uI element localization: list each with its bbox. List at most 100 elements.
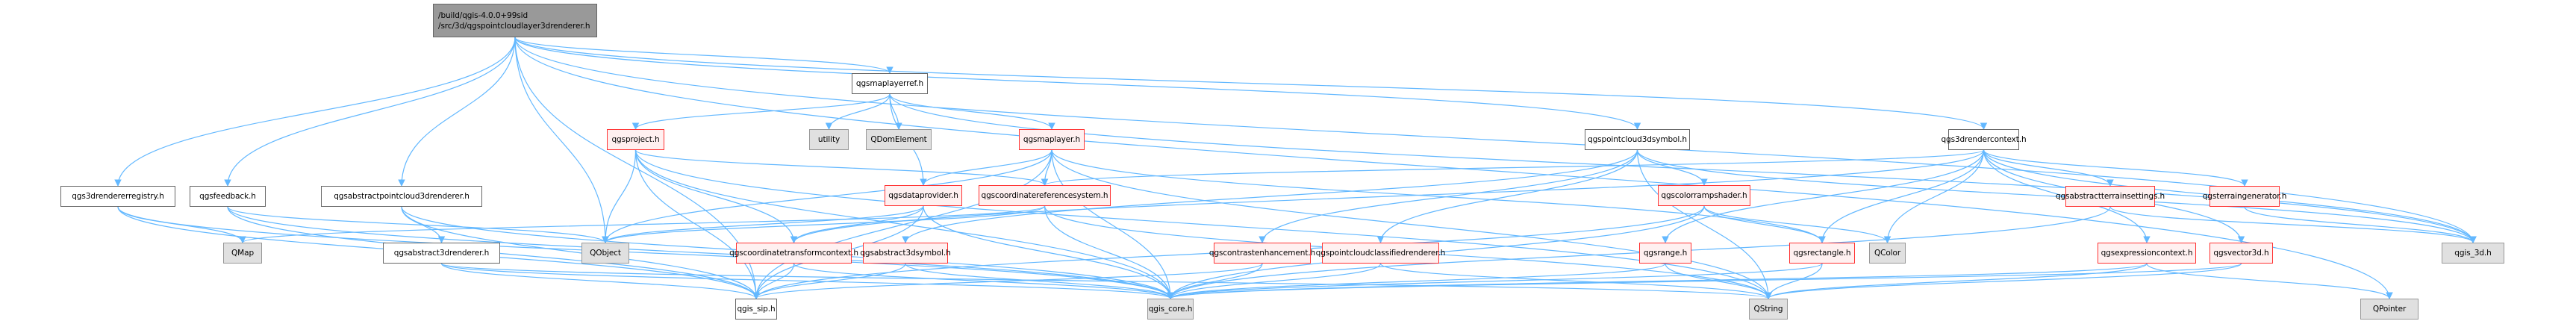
node-pcclassified[interactable]: qgspointcloudclassifiedrenderer.h: [1316, 243, 1445, 264]
edge-root-to-qobject: [514, 37, 609, 243]
node-pc3dsymbol[interactable]: qgspointcloud3dsymbol.h: [1585, 129, 1690, 150]
node-label: qgs3drendercontext.h: [1941, 135, 2027, 144]
node-label: qgsfeedback.h: [199, 192, 256, 201]
node-label: QObject: [590, 249, 621, 258]
edge-exprcontext-to-qpointer: [2146, 263, 2393, 299]
node-abs3drenderer[interactable]: qgsabstract3drenderer.h: [383, 243, 500, 264]
node-label: qgsabstract3drenderer.h: [393, 249, 490, 258]
edge-rectangle-to-qgiscore: [1167, 263, 1823, 299]
node-label: qgspointcloudclassifiedrenderer.h: [1315, 249, 1446, 258]
node-label: qgsabstractpointcloud3drenderer.h: [334, 192, 470, 201]
node-terraingen[interactable]: qgsterraingenerator.h: [2203, 186, 2286, 207]
edge-vector3d-to-qgiscore: [1167, 263, 2242, 299]
edge-vector3d-to-qstring: [1765, 263, 2242, 299]
edge-contrast-to-qgissip: [752, 263, 1263, 299]
node-rectangle[interactable]: qgsrectangle.h: [1789, 243, 1855, 264]
node-vector3d[interactable]: qgsvector3d.h: [2209, 243, 2273, 264]
edge-rendercontext-to-terraingen: [1983, 149, 2248, 187]
node-terrainsettings[interactable]: qgsabstractterrainsettings.h: [2056, 186, 2165, 207]
node-exprcontext[interactable]: qgsexpressioncontext.h: [2098, 243, 2196, 264]
node-label: qgspointcloud3dsymbol.h: [1588, 135, 1687, 144]
node-label: qgsmaplayerref.h: [855, 79, 924, 88]
node-label: qgsexpressioncontext.h: [2101, 249, 2193, 258]
node-label: qgscontrastenhancement.h: [1209, 249, 1316, 258]
node-label: QString: [1753, 305, 1783, 314]
node-label: qgis_sip.h: [737, 305, 776, 314]
node-label: qgsproject.h: [611, 135, 660, 144]
edge-contrast-to-qgiscore: [1167, 263, 1263, 299]
node-qdomelement[interactable]: QDomElement: [866, 129, 932, 150]
edge-rendercontext-to-crs: [1041, 149, 1985, 186]
edge-root-to-feedback: [224, 37, 516, 187]
edge-root-to-maplayerref: [514, 37, 894, 74]
node-qgiscore[interactable]: qgis_core.h: [1147, 299, 1194, 320]
edge-maplayer-to-dataprovider: [920, 149, 1052, 186]
node-crs[interactable]: qgscoordinatereferencesystem.h: [979, 185, 1111, 206]
node-abspc3d[interactable]: qgsabstractpointcloud3drenderer.h: [321, 186, 482, 207]
edge-maplayerref-to-maplayer: [889, 93, 1055, 130]
node-abs3dsymbol[interactable]: qgsabstract3dsymbol.h: [860, 243, 951, 264]
edge-feedback-to-qobject: [227, 206, 609, 243]
edge-pc3dsymbol-to-contrast: [1259, 149, 1638, 243]
node-qobject[interactable]: QObject: [581, 243, 629, 264]
node-feedback[interactable]: qgsfeedback.h: [190, 186, 266, 207]
edge-pc3dsymbol-to-qgis3d: [1636, 149, 2477, 243]
node-qgis3d[interactable]: qgis_3d.h: [2442, 243, 2504, 264]
root-label-line1: /build/qgis-4.0.0+99sid: [438, 10, 528, 20]
edge-rendercontext-to-ctcontext: [790, 149, 1985, 243]
node-ctcontext[interactable]: qgscoordinatetransformcontext.h: [729, 243, 858, 264]
node-maplayerref[interactable]: qgsmaplayerref.h: [852, 73, 928, 94]
edge-project-to-qobject: [602, 149, 637, 243]
edge-dataprovider-to-qobject: [602, 205, 924, 243]
node-rendercontext[interactable]: qgs3drendercontext.h: [1941, 129, 2027, 150]
edge-rendercontext-to-rectangle: [1818, 149, 1985, 243]
node-label: qgscoordinatereferencesystem.h: [981, 191, 1108, 200]
node-label: qgsrange.h: [1643, 249, 1688, 258]
edge-abs3drenderer-to-qgiscore: [440, 263, 1174, 299]
node-dataprovider[interactable]: qgsdataprovider.h: [885, 185, 962, 206]
edge-maplayer-to-qobject: [602, 149, 1052, 243]
edge-dataprovider-to-ctcontext: [790, 205, 924, 243]
node-utility[interactable]: utility: [809, 129, 849, 150]
node-qmap[interactable]: QMap: [223, 243, 262, 264]
node-qgissip[interactable]: qgis_sip.h: [735, 299, 777, 320]
edge-terraingen-to-qgis3d: [2244, 206, 2477, 243]
edge-range-to-qgiscore: [1167, 263, 1666, 299]
edge-project-to-ctcontext: [634, 149, 798, 243]
root-label-line2: /src/3d/qgspointcloudlayer3drenderer.h: [438, 21, 590, 31]
edge-exprcontext-to-qstring: [1765, 263, 2148, 299]
node-qpointer[interactable]: QPointer: [2360, 299, 2418, 320]
node-qstring[interactable]: QString: [1749, 299, 1788, 320]
edge-maplayer-to-rectangle: [1051, 149, 1826, 243]
node-label: QPointer: [2372, 305, 2407, 314]
node-label: qgsdataprovider.h: [888, 191, 958, 200]
node-label: QDomElement: [870, 135, 927, 144]
root-node[interactable]: /build/qgis-4.0.0+99sid /src/3d/qgspoint…: [433, 4, 597, 37]
node-qcolor[interactable]: QColor: [1869, 243, 1906, 264]
node-label: qgscolorrampshader.h: [1661, 191, 1747, 200]
node-registry[interactable]: qgs3drendererregistry.h: [60, 186, 175, 207]
node-contrast[interactable]: qgscontrastenhancement.h: [1209, 243, 1315, 264]
edge-maplayer-to-qgiscore: [1051, 149, 1174, 299]
edge-rendercontext-to-exprcontext: [1983, 149, 2151, 243]
edge-colorramp-to-qcolor: [1703, 205, 1892, 243]
edge-pc3dsymbol-to-abs3dsymbol: [902, 149, 1638, 243]
edge-root-to-rendercontext: [514, 37, 1988, 130]
node-label: qgscoordinatetransformcontext.h: [729, 249, 858, 258]
node-project[interactable]: qgsproject.h: [607, 129, 664, 150]
node-label: qgsabstract3dsymbol.h: [860, 249, 951, 258]
edge-abs3drenderer-to-qgissip: [440, 263, 760, 299]
edge-maplayer-to-qgissip: [752, 149, 1052, 299]
edge-rendercontext-to-qcolor: [1883, 149, 1985, 243]
edge-maplayerref-to-qgis3d: [889, 93, 2477, 243]
node-maplayer[interactable]: qgsmaplayer.h: [1019, 129, 1085, 150]
node-range[interactable]: qgsrange.h: [1639, 243, 1691, 264]
edge-project-to-qgissip: [634, 149, 760, 299]
node-label: qgsrectangle.h: [1793, 249, 1851, 258]
edge-abs3drenderer-to-qstring: [440, 263, 1772, 299]
node-label: qgsvector3d.h: [2213, 249, 2269, 258]
edge-pc3dsymbol-to-colorramp: [1636, 149, 1708, 186]
edge-feedback-to-qgiscore: [227, 206, 1174, 299]
edge-registry-to-qgiscore: [117, 206, 1174, 299]
node-colorramp[interactable]: qgscolorrampshader.h: [1658, 185, 1750, 206]
